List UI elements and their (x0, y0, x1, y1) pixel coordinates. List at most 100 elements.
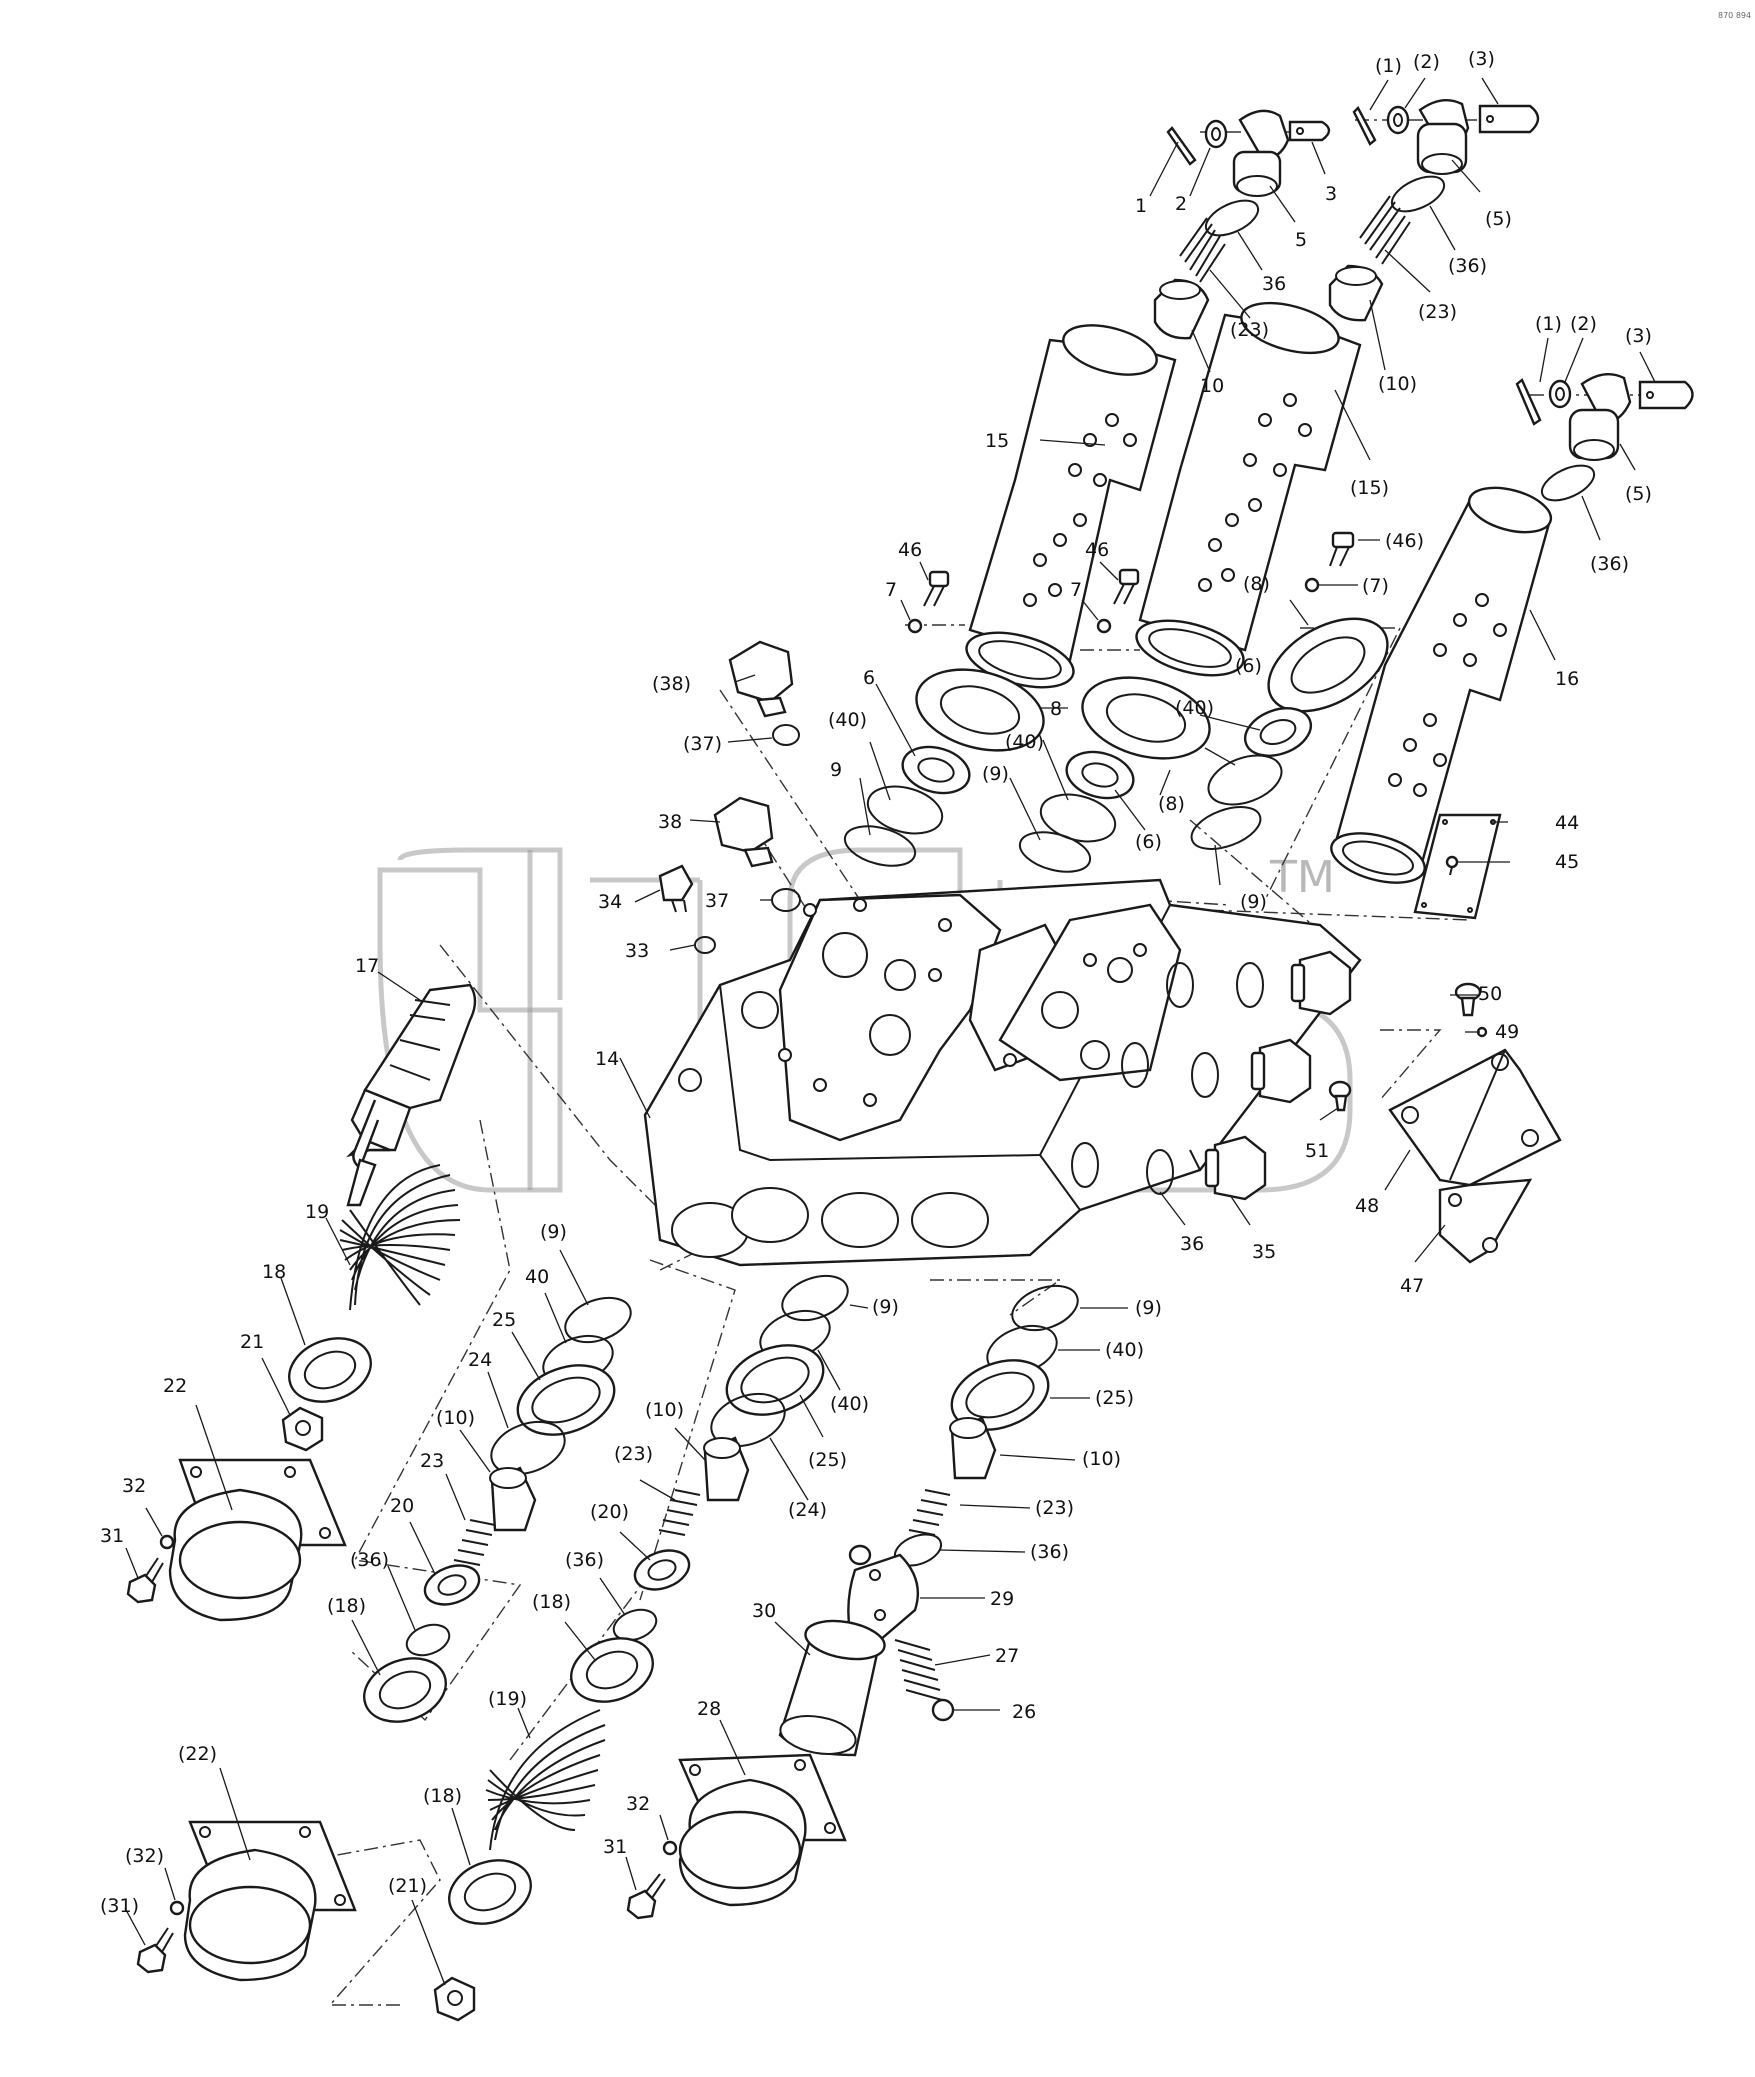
fitting-5c (1568, 372, 1632, 461)
label-25-col4: (25) (1095, 1387, 1134, 1409)
spring-19a (339, 1164, 461, 1311)
cotter-pin-1c (1515, 378, 1542, 426)
label-45: 45 (1555, 851, 1579, 873)
washer-2 (1204, 119, 1228, 149)
o-ring-9c (1190, 806, 1262, 850)
cartridge-17 (346, 983, 477, 1207)
label-48: 48 (1355, 1195, 1379, 1217)
bracket-48 (1388, 1048, 1562, 1187)
label-2: 2 (1175, 193, 1187, 215)
label-34: 34 (598, 891, 622, 913)
washer-32c (169, 1900, 185, 1916)
label-2-top: (2) (1413, 51, 1440, 73)
label-6-mid: (6) (1135, 831, 1162, 853)
o-ring-36-side-f (1146, 1149, 1174, 1195)
label-18-col2: (18) (327, 1595, 366, 1617)
label-6: 6 (863, 667, 875, 689)
label-36-right: (36) (1590, 553, 1629, 575)
label-10-col2: (10) (436, 1407, 475, 1429)
o-ring-36-side-d (1191, 1052, 1219, 1098)
ring-25c (950, 1359, 1050, 1431)
spring-23a (1179, 217, 1226, 283)
valve-body-14 (643, 878, 1362, 1267)
o-ring-36a (1204, 199, 1260, 237)
cotter-pin-1b (1352, 106, 1377, 146)
bolt-31c (136, 1927, 174, 1974)
ring-40a (866, 785, 944, 835)
leader-lines (124, 77, 1656, 1986)
label-32-lower: 32 (626, 1793, 650, 1815)
label-10: 10 (1200, 375, 1224, 397)
bolt-31a (126, 1557, 164, 1604)
o-ring-36b (1390, 175, 1446, 213)
label-17: 17 (355, 955, 379, 977)
label-9-col2: (9) (540, 1221, 567, 1243)
spring-23e (908, 1489, 951, 1536)
o-ring-36-side-a (1166, 962, 1194, 1008)
washer-7c (1304, 577, 1320, 593)
corner-code: 870 894 (1718, 11, 1751, 20)
label-9-col4: (9) (1135, 1297, 1162, 1319)
sleeve-15b (1135, 301, 1362, 677)
label-23-col2: 23 (420, 1450, 444, 1472)
ring-24a (490, 1420, 566, 1476)
label-1-right: (1) (1535, 313, 1562, 335)
label-23-col3: (23) (614, 1443, 653, 1465)
o-ring-37b (771, 888, 801, 912)
o-ring-36-side-b (1236, 962, 1264, 1008)
label-40-right: (40) (1175, 697, 1214, 719)
o-ring-36-side-e (1071, 1142, 1099, 1188)
washer-32a (159, 1534, 175, 1550)
o-ring-37a (772, 724, 800, 746)
label-14: 14 (595, 1048, 619, 1070)
spring-23b (1359, 195, 1411, 265)
o-ring-36-side-c (1121, 1042, 1149, 1088)
label-47: 47 (1400, 1275, 1424, 1297)
plunger-10b (1328, 264, 1384, 322)
label-46a: 46 (898, 539, 922, 561)
label-38: 38 (658, 811, 682, 833)
label-15-mid: (15) (1350, 477, 1389, 499)
label-31-bottom: (31) (100, 1895, 139, 1917)
plug-38a (728, 640, 794, 718)
label-19: 19 (305, 1201, 329, 1223)
label-18-lower: (18) (423, 1785, 462, 1807)
label-31: 31 (100, 1525, 124, 1547)
label-23-col4: (23) (1035, 1497, 1074, 1519)
label-51: 51 (1305, 1140, 1329, 1162)
washer-7b (1096, 618, 1112, 634)
part-labels: (1) (2) (3) 1 2 3 5 (5) 36 (36) (23) (23… (100, 48, 1652, 1917)
o-ring-9b (1018, 831, 1092, 873)
label-1-top: (1) (1375, 55, 1402, 77)
seat-20a (423, 1564, 481, 1606)
label-26: 26 (1012, 1701, 1036, 1723)
label-33: 33 (625, 940, 649, 962)
pin-50 (1454, 982, 1482, 1017)
label-6-right: (6) (1235, 655, 1262, 677)
spring-27 (894, 1639, 943, 1701)
cup-18b (363, 1657, 447, 1723)
label-40-col4: (40) (1105, 1339, 1144, 1361)
label-21-lower: (21) (388, 1875, 427, 1897)
label-37-top: (37) (683, 733, 722, 755)
pin-3c (1638, 380, 1694, 410)
washer-2b (1386, 105, 1410, 135)
label-9-right: (9) (1240, 891, 1267, 913)
label-23-mid: (23) (1418, 301, 1457, 323)
cylinder-30 (778, 1619, 886, 1757)
label-8-mid: (8) (1158, 793, 1185, 815)
label-9-mid: (9) (982, 763, 1009, 785)
label-40-col3: (40) (830, 1393, 869, 1415)
label-36-col4: (36) (1030, 1541, 1069, 1563)
label-24-col3: (24) (788, 1499, 827, 1521)
nut-21a (281, 1406, 324, 1452)
label-9-col3: (9) (872, 1296, 899, 1318)
label-40-col2: 40 (525, 1266, 549, 1288)
label-16: 16 (1555, 668, 1579, 690)
label-20-col3: (20) (590, 1501, 629, 1523)
label-8-right: (8) (1243, 573, 1270, 595)
ring-25a (516, 1364, 616, 1436)
ring-24b (710, 1392, 786, 1448)
label-9: 9 (830, 759, 842, 781)
pin-3b (1478, 104, 1540, 134)
